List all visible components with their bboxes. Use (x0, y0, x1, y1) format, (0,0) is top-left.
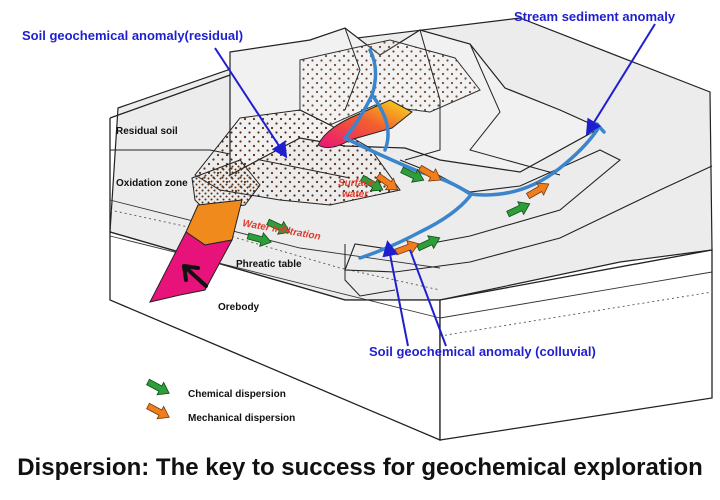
orange-arrow-icon (146, 402, 170, 420)
legend-chemical-label: Chemical dispersion (188, 389, 286, 400)
pointer-stream (585, 23, 656, 136)
pointer-lines (214, 23, 656, 347)
block-front-right-face (439, 249, 713, 441)
phreatic-line (109, 209, 441, 291)
label-surface-water-1: Surface (338, 178, 375, 189)
stream-lower (358, 194, 472, 260)
chemical-arrow (359, 174, 384, 192)
mechanical-arrow (525, 182, 550, 200)
chemical-arrow (400, 166, 425, 183)
gossan-soil-area (191, 159, 261, 211)
orebody-pointer-arrow (182, 264, 208, 288)
label-oxidation-zone: Oxidation zone (116, 178, 188, 189)
green-arrow-icon (146, 378, 170, 396)
residual-anomaly-shape (317, 99, 413, 149)
label-surface-water-2: water (342, 189, 369, 200)
pointer-residual (214, 47, 288, 159)
mechanical-arrow (375, 172, 399, 191)
mechanical-arrow (417, 164, 442, 182)
stream-tributary (370, 93, 390, 152)
label-residual-soil: Residual soil (116, 126, 178, 137)
chemical-arrow (266, 218, 291, 235)
label-soil-residual: Soil geochemical anomaly(residual) (22, 28, 243, 43)
label-orebody: Orebody (218, 302, 260, 313)
dispersion-arrows (246, 164, 550, 256)
pointer-colluvial-2 (409, 249, 447, 347)
label-soil-colluvial: Soil geochemical anomaly (colluvial) (369, 344, 596, 359)
chemical-arrow (416, 235, 441, 252)
caption-title: Dispersion: The key to success for geoch… (17, 454, 703, 481)
legend-mechanical-label: Mechanical dispersion (188, 413, 295, 424)
chemical-arrow (246, 232, 272, 248)
label-phreatic-table: Phreatic table (236, 259, 302, 270)
mechanical-arrow (394, 240, 420, 256)
label-stream-sediment: Stream sediment anomaly (514, 9, 676, 24)
legend: Chemical dispersion Mechanical dispersio… (146, 378, 295, 424)
chemical-arrow (506, 201, 531, 218)
pointer-colluvial-1 (382, 240, 409, 347)
